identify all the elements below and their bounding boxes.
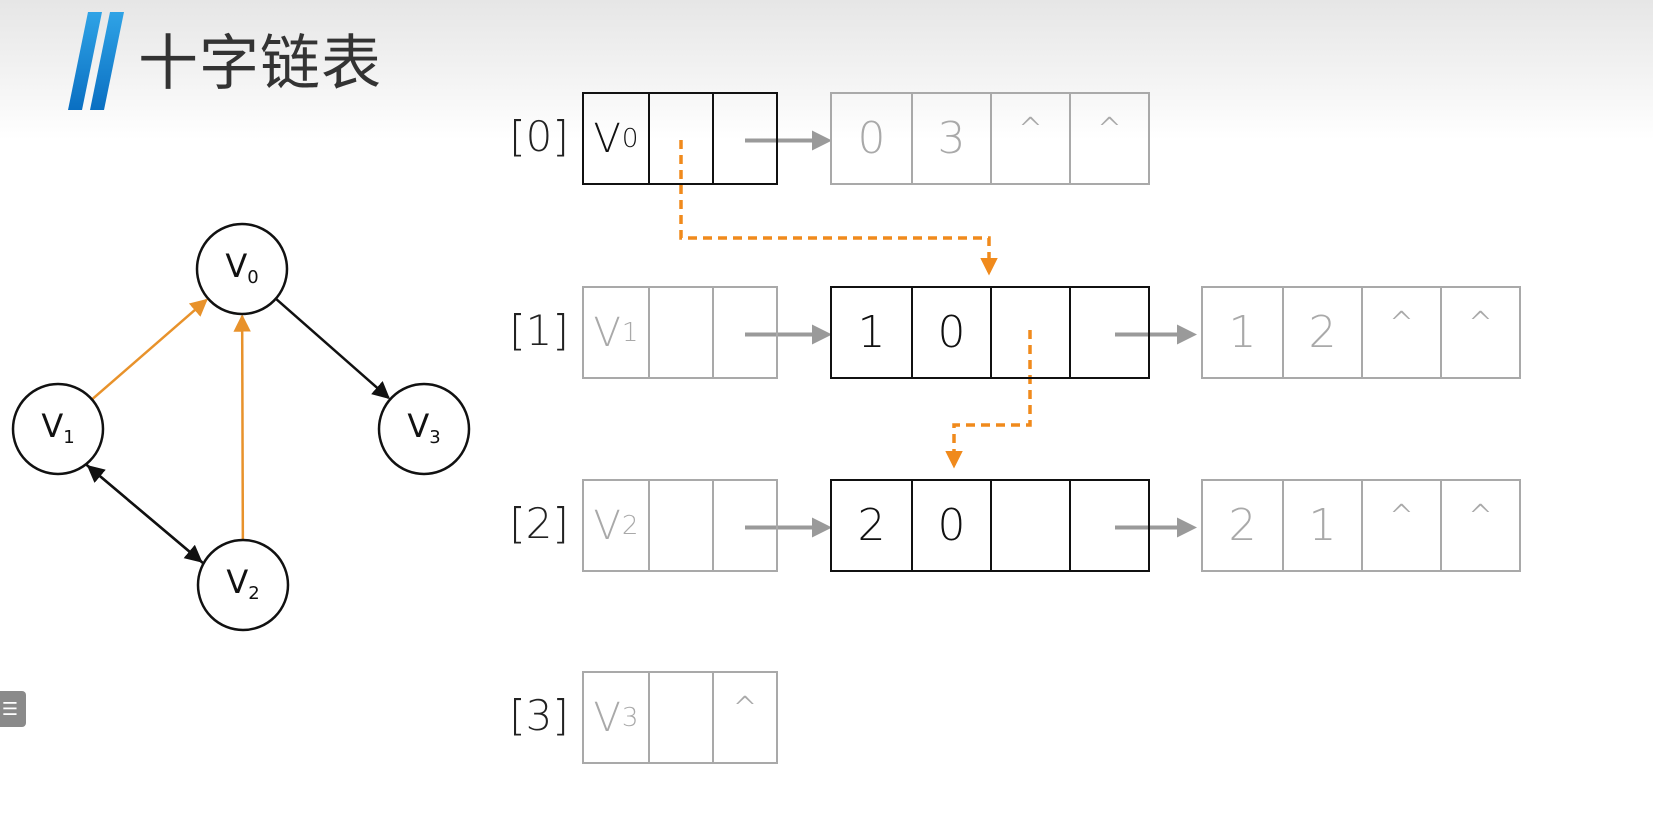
graph-node-v1 <box>11 382 105 476</box>
node-letter: V <box>226 563 249 601</box>
graph-node-v2 <box>196 538 290 632</box>
arc-headlink-cell <box>989 481 1069 570</box>
arc-tailvex-cell: 1 <box>857 307 886 358</box>
graph-node-v3 <box>377 382 471 476</box>
arc-taillink-cell <box>1068 288 1148 377</box>
node-letter: V <box>225 247 248 285</box>
node-subscript: 3 <box>429 427 441 448</box>
arc-taillink-cell <box>1068 481 1148 570</box>
arc-taillink-cell: ^ <box>1439 288 1519 377</box>
vertex-firstin-cell <box>647 94 712 183</box>
arc-taillink-cell: ^ <box>1439 481 1519 570</box>
page-title: 十字链表 <box>138 29 382 99</box>
arc-taillink-cell: ^ <box>1068 94 1148 183</box>
node-subscript: 0 <box>247 267 259 288</box>
graph-node-label-v1: V1 <box>18 407 98 448</box>
graph-edge-v0-v3 <box>274 297 391 400</box>
menu-icon[interactable]: ☰ <box>0 691 26 727</box>
graph-edge-v2-v0 <box>233 314 251 541</box>
arc-tailvex-cell: 0 <box>857 113 886 164</box>
node-letter: V <box>41 407 64 445</box>
graph-node-v0 <box>195 222 289 316</box>
title-accent-icon <box>68 12 124 110</box>
graph-edge-v2-v1 <box>86 465 204 564</box>
vertex-firstin-cell <box>647 481 712 570</box>
vertex-firstout-cell <box>711 94 776 183</box>
vertex-subscript: 2 <box>621 510 639 541</box>
vertex-letter: V <box>593 115 621 162</box>
header-band <box>0 0 1653 140</box>
arc-headlink-cell <box>989 288 1069 377</box>
arc-headlink-cell: ^ <box>1360 481 1440 570</box>
node-subscript: 2 <box>248 583 260 604</box>
vertex-firstout-cell <box>711 481 776 570</box>
node-letter: V <box>407 407 430 445</box>
node-subscript: 1 <box>63 427 75 448</box>
row-index-label: [0] <box>509 112 569 161</box>
vertex-letter: V <box>593 502 621 549</box>
vertex-firstin-cell <box>647 288 712 377</box>
arc-headvex-cell: 3 <box>910 94 990 183</box>
vertex-subscript: 0 <box>621 123 639 154</box>
vertex-letter: V <box>593 309 621 356</box>
graph-edge-v1-v0 <box>91 298 208 401</box>
arc-headvex-cell: 1 <box>1281 481 1361 570</box>
row-index-label: [3] <box>509 691 569 740</box>
graph-node-label-v0: V0 <box>202 247 282 288</box>
firstin-link-arrow <box>679 140 998 276</box>
arc-tailvex-cell: 1 <box>1228 307 1257 358</box>
vertex-firstout-cell: ^ <box>711 673 776 762</box>
vertex-letter: V <box>593 694 621 741</box>
arc-headvex-cell: 0 <box>910 481 990 570</box>
graph-node-label-v2: V2 <box>203 563 283 604</box>
graph-node-label-v3: V3 <box>384 407 464 448</box>
row-index-label: [1] <box>509 306 569 355</box>
arc-tailvex-cell: 2 <box>1228 500 1257 551</box>
vertex-subscript: 1 <box>621 317 639 348</box>
arc-headvex-cell: 2 <box>1281 288 1361 377</box>
arc-headlink-cell: ^ <box>989 94 1069 183</box>
arc-headvex-cell: 0 <box>910 288 990 377</box>
row-index-label: [2] <box>509 499 569 548</box>
vertex-subscript: 3 <box>621 702 639 733</box>
arc-headlink-cell: ^ <box>1360 288 1440 377</box>
vertex-firstout-cell <box>711 288 776 377</box>
arc-tailvex-cell: 2 <box>857 500 886 551</box>
vertex-firstin-cell <box>647 673 712 762</box>
